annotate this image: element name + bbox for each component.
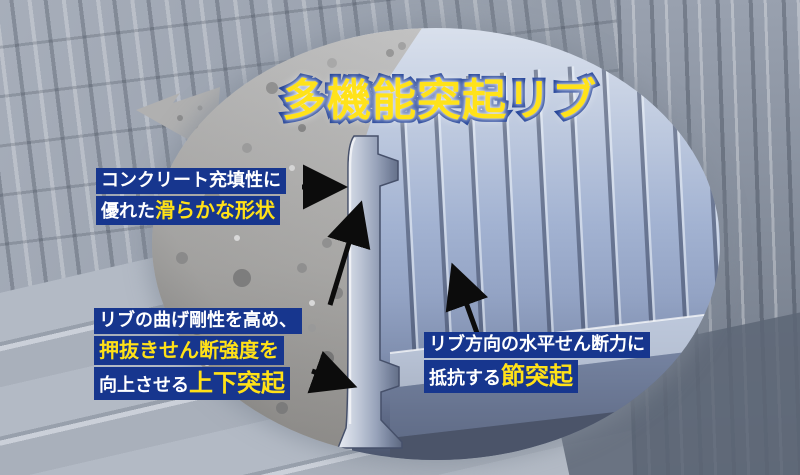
annotation-text: リブの曲げ剛性を高め、 bbox=[99, 310, 297, 331]
tail-speckle bbox=[177, 115, 183, 121]
annotation-highlight: 押抜きせん断強度を bbox=[99, 337, 279, 362]
annotation-text: リブ方向の水平せん断力に bbox=[429, 334, 645, 355]
annotation-text: 抵抗する bbox=[429, 367, 501, 389]
rib-profile-highlight bbox=[348, 137, 357, 424]
annotation-line: コンクリート充填性に bbox=[96, 168, 286, 194]
annotation-highlight: 上下突起 bbox=[189, 368, 285, 397]
annotation-text: コンクリート充填性に bbox=[101, 170, 281, 191]
annotation-up-down-protrusion: リブの曲げ剛性を高め、 押抜きせん断強度を 向上させる上下突起 bbox=[94, 308, 302, 402]
annotation-line: 優れた滑らかな形状 bbox=[96, 195, 280, 225]
annotation-line: リブ方向の水平せん断力に bbox=[424, 332, 650, 358]
annotation-text: 向上させる bbox=[99, 374, 189, 396]
annotation-line: リブの曲げ剛性を高め、 bbox=[94, 308, 302, 334]
annotation-highlight: 滑らかな形状 bbox=[155, 197, 275, 222]
diagram-title: 多機能突起リブ bbox=[279, 72, 600, 130]
annotation-text: 優れた bbox=[101, 200, 155, 222]
tail-speckle bbox=[197, 105, 203, 111]
annotation-highlight: 節突起 bbox=[501, 361, 573, 390]
annotation-line: 抵抗する節突起 bbox=[424, 359, 578, 394]
annotation-line: 向上させる上下突起 bbox=[94, 366, 290, 401]
annotation-smooth-shape: コンクリート充填性に 優れた滑らかな形状 bbox=[96, 168, 286, 227]
annotation-line: 押抜きせん断強度を bbox=[94, 335, 284, 365]
annotation-node-protrusion: リブ方向の水平せん断力に 抵抗する節突起 bbox=[424, 332, 650, 395]
